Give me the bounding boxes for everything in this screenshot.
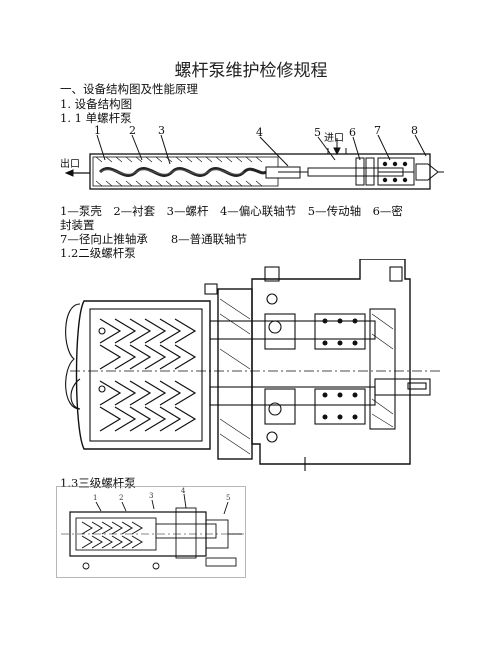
subsection-heading-1-1-1: 1. 1 单螺杆泵 xyxy=(60,111,132,125)
legend-line-2: 封装置 xyxy=(60,218,95,232)
two-stage-screw-pump-diagram xyxy=(65,259,440,471)
document-title: 螺杆泵维护检修规程 xyxy=(174,61,328,81)
single-screw-pump-diagram: 1 2 3 4 5 6 7 8 进口 出口 xyxy=(60,124,444,190)
fig1-callout-6: 6 xyxy=(349,126,356,139)
fig1-callout-4: 4 xyxy=(256,126,263,139)
fig1-callout-3: 3 xyxy=(158,124,165,137)
subsection-heading-1-1: 1. 设备结构图 xyxy=(60,97,133,111)
fig3-callout-1: 1 xyxy=(93,494,97,502)
subsection-heading-1-2: 1.2二级螺杆泵 xyxy=(60,246,136,260)
fig1-callout-1: 1 xyxy=(94,124,101,137)
legend-line-3: 7—径向止推轴承 8—普通联轴节 xyxy=(60,232,248,246)
legend-line-1: 1—泵壳 2—衬套 3—螺杆 4—偏心联轴节 5—传动轴 6—密 xyxy=(60,204,403,218)
fig1-outlet-label: 出口 xyxy=(60,157,80,170)
fig3-callout-2: 2 xyxy=(119,494,123,502)
fig1-callout-2: 2 xyxy=(129,124,136,137)
fig3-callout-5: 5 xyxy=(226,494,230,502)
fig3-callout-4: 4 xyxy=(181,487,186,495)
fig1-callout-5: 5 xyxy=(314,126,321,139)
fig1-inlet-label: 进口 xyxy=(324,132,344,144)
fig1-callout-7: 7 xyxy=(374,124,381,137)
three-stage-screw-pump-diagram: 1 2 3 4 5 xyxy=(56,486,246,578)
fig3-callout-3: 3 xyxy=(149,492,153,500)
fig1-callout-8: 8 xyxy=(411,124,418,137)
section-heading-1: 一、设备结构图及性能原理 xyxy=(60,82,198,96)
